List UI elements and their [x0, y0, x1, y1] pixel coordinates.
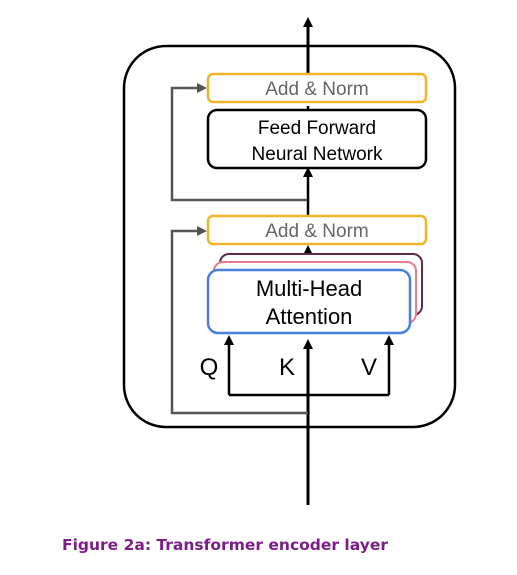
multi-head-attention-box: [206, 268, 412, 335]
residual-connection-top: [170, 83, 308, 202]
q-label: Q: [200, 354, 219, 381]
add-norm-label-top: Add & Norm: [265, 79, 368, 100]
v-label: V: [361, 354, 377, 381]
figure-caption: Figure 2a: Transformer encoder layer: [62, 536, 388, 554]
encoder-layer-frame: [122, 44, 457, 429]
add-norm-box-bottom: [206, 214, 428, 246]
attention-label-line1: Multi-Head: [256, 276, 362, 301]
attention-label-line2: Attention: [266, 304, 353, 329]
ffn-label-line1: Feed Forward: [258, 118, 376, 139]
k-label: K: [279, 354, 295, 381]
residual-connection-bottom: [170, 226, 308, 415]
ffn-label-line2: Neural Network: [252, 144, 383, 165]
feed-forward-box: [206, 108, 428, 170]
add-norm-box-top: [206, 72, 428, 104]
add-norm-label-bottom: Add & Norm: [265, 221, 368, 242]
